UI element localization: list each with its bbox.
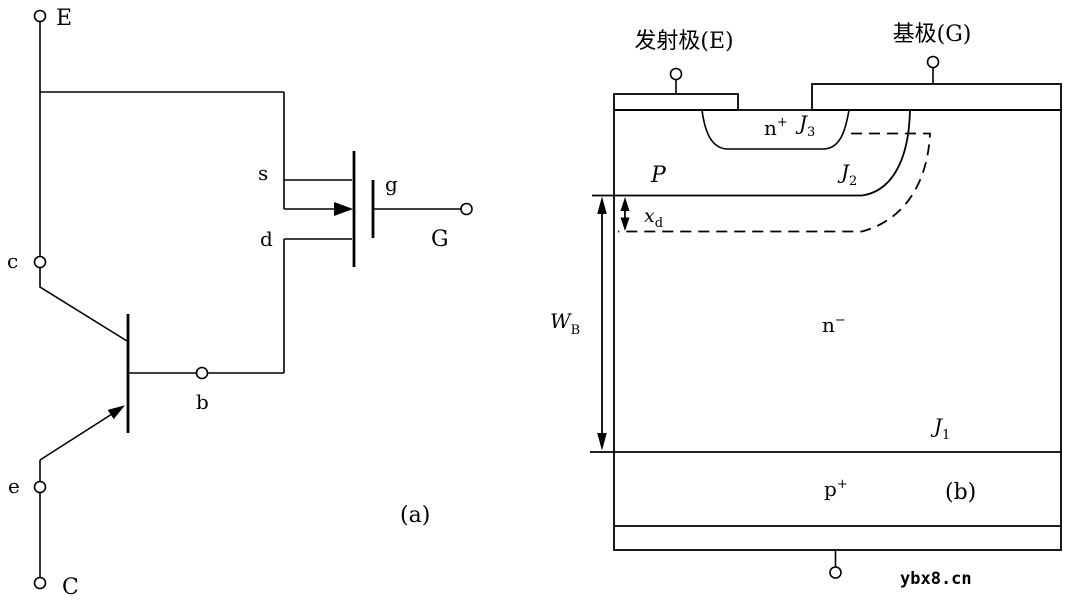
- terminal-g-node: [460, 202, 473, 216]
- n-drift-region-label: n−: [822, 313, 846, 337]
- p-base-region-label: P: [650, 163, 667, 188]
- n-plus-well-junction-j3: [701, 109, 850, 150]
- panel-a-equivalent-circuit: E s d g G c b e C: [7, 6, 473, 600]
- panel-b-caption: (b): [945, 480, 976, 505]
- p-base-junction-j2: [592, 109, 911, 197]
- mosfet-gate-label: g: [385, 172, 398, 196]
- p-plus-region-label: p+: [824, 477, 848, 501]
- node-c: [33, 255, 47, 269]
- terminal-e-label: E: [56, 6, 72, 31]
- gate-terminal-node: [926, 55, 940, 69]
- mosfet-source-label: s: [258, 161, 268, 185]
- node-e-label: e: [8, 474, 20, 498]
- bjt-emitter-lead: [39, 413, 113, 461]
- n-plus-region-label: n+: [764, 115, 788, 140]
- wb-arrow-down-icon: [597, 433, 607, 451]
- xd-arrow-up-icon: [620, 197, 630, 211]
- bjt-collector-lead: [39, 267, 128, 342]
- watermark-text: ybx8.cn: [900, 569, 972, 589]
- node-c-label: c: [7, 249, 18, 273]
- mosfet-body-arrow-icon: [334, 202, 353, 216]
- gate-electrode-label: 基极(G): [893, 22, 972, 47]
- panel-a-caption: (a): [400, 503, 430, 528]
- wb-dimension-label: WB: [550, 309, 580, 338]
- bjt-emitter-arrow-icon: [107, 405, 125, 420]
- emitter-terminal-node: [669, 67, 683, 81]
- xd-arrow-down-icon: [620, 217, 630, 231]
- terminal-g-label: G: [431, 227, 449, 252]
- depletion-boundary-dashed: [618, 132, 931, 233]
- terminal-c-node: [33, 576, 47, 590]
- node-e: [33, 480, 47, 494]
- gate-metal-contact: [811, 83, 1062, 111]
- terminal-c-label: C: [62, 575, 79, 600]
- node-b: [195, 366, 209, 380]
- emitter-metal-contact: [613, 93, 739, 111]
- collector-terminal-node: [829, 566, 842, 579]
- panel-b-cross-section: 发射极(E) 基极(G) n+ J3 P J2 n− J1 p+ (b): [550, 22, 1062, 589]
- wb-arrow-up-icon: [597, 196, 607, 214]
- emitter-electrode-label: 发射极(E): [634, 29, 733, 54]
- junction-j3-label: J3: [795, 111, 815, 140]
- terminal-e-node: [33, 9, 47, 23]
- xd-dimension-label: xd: [644, 205, 663, 231]
- mosfet-drain-label: d: [260, 227, 273, 251]
- node-b-label: b: [196, 390, 209, 414]
- junction-j1-label: J1: [930, 414, 950, 443]
- device-body: [613, 109, 1062, 551]
- junction-j2-label: J2: [837, 160, 857, 189]
